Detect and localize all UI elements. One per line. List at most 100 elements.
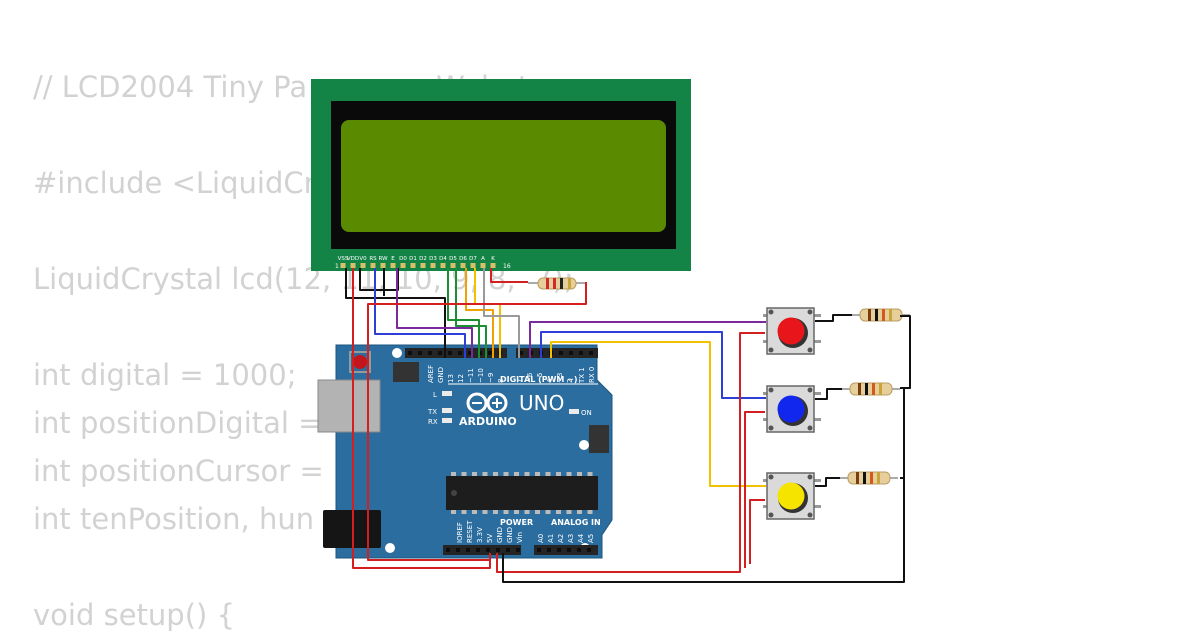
yellow-button-cap <box>777 482 805 510</box>
wire-lcd-k2 <box>367 282 587 561</box>
header-hole <box>589 351 593 355</box>
analog-pin-label: A2 <box>557 534 565 543</box>
lcd-pin-label: VSS <box>338 256 349 262</box>
code-line: int positionCursor = <box>33 454 324 488</box>
header-hole <box>496 548 500 552</box>
analog-pin-label: A1 <box>547 534 555 543</box>
wire-btn-red <box>529 321 766 358</box>
reset-button <box>353 355 367 369</box>
lcd-pin-label: D0 <box>399 256 407 262</box>
header-hole <box>587 548 591 552</box>
led-rx-label: RX <box>428 418 438 426</box>
chip-pin <box>503 472 509 476</box>
lcd-pin <box>430 263 436 268</box>
chip-pin <box>493 472 498 476</box>
wire-5v-blue <box>744 411 765 568</box>
digital-pin-label: ~9 <box>487 373 495 383</box>
push-button-red <box>763 307 821 355</box>
chip-pin <box>587 510 593 514</box>
chip-pin <box>472 510 477 514</box>
chip-pin <box>535 510 540 514</box>
chip-pin <box>451 472 456 476</box>
lcd-pin <box>420 263 426 268</box>
blue-button-cap <box>777 395 805 423</box>
lcd-pin-label: E <box>391 256 395 262</box>
digital-pin-label: ~3 <box>556 373 564 383</box>
wire-5v-yellow <box>749 499 765 564</box>
analog-pin-label: A3 <box>567 534 575 543</box>
header-hole <box>569 351 573 355</box>
chip-pin <box>556 472 561 476</box>
lcd-pin <box>380 263 386 268</box>
wire-lcd-k <box>490 268 528 283</box>
lcd-pin-label: D3 <box>429 256 437 262</box>
digital-pin-label: 8 <box>497 379 505 383</box>
chip-pin <box>503 510 509 514</box>
header-hole <box>458 351 462 355</box>
digital-pin-label: ~11 <box>467 368 475 383</box>
header-hole <box>486 548 490 552</box>
header-hole <box>579 351 583 355</box>
code-line: int digital = 1000; <box>33 358 297 392</box>
chip-pin <box>545 510 551 514</box>
power-label: POWER <box>500 518 533 527</box>
lcd-pin <box>470 263 476 268</box>
power-pin-label: Vin <box>516 532 524 543</box>
chip-pin <box>577 472 582 476</box>
lcd-pin-label: V0 <box>359 256 367 262</box>
power-pin-label: GND <box>496 527 504 543</box>
lcd-pin-last: 16 <box>503 263 511 270</box>
chip-pin <box>451 510 456 514</box>
header-hole <box>567 548 571 552</box>
header-hole <box>468 351 472 355</box>
code-line: int positionDigital = <box>33 406 323 440</box>
led-l-label: L <box>433 391 437 399</box>
power-pin-label: 3.3V <box>476 527 484 543</box>
chip-pin <box>472 472 477 476</box>
lcd-pin-label: D5 <box>449 256 457 262</box>
chip-pin <box>556 510 561 514</box>
header-hole <box>438 351 442 355</box>
digital-pin-label: ~6 <box>526 372 534 383</box>
digital-header-left <box>405 348 507 358</box>
chip-pin <box>461 472 467 476</box>
lcd-backlight-resistor <box>528 277 586 290</box>
led-tx-label: TX <box>427 408 437 416</box>
lcd-pin-label: K <box>491 256 495 262</box>
arduino-logo <box>466 392 508 414</box>
header-hole <box>537 548 541 552</box>
resistor <box>842 382 900 396</box>
wire-gnd-r1 <box>900 315 911 389</box>
digital-pin-label: AREF <box>427 365 435 383</box>
analog-header <box>534 545 598 555</box>
lcd-pin <box>360 263 366 268</box>
digital-pin-label: 12 <box>457 374 465 383</box>
icsp-header <box>393 362 609 453</box>
header-hole <box>506 548 510 552</box>
power-header <box>443 545 521 555</box>
chip-pin <box>514 472 519 476</box>
lcd-pin-label: A <box>481 256 485 262</box>
chip-pin <box>545 472 551 476</box>
header-hole <box>418 351 422 355</box>
push-button-yellow <box>763 472 821 520</box>
arduino-brand: ARDUINO <box>459 415 517 428</box>
analog-pin-label: A0 <box>537 534 545 543</box>
resistor <box>840 471 898 485</box>
lcd-screen <box>341 120 666 232</box>
chip-pin <box>482 510 488 514</box>
header-hole <box>428 351 432 355</box>
header-hole <box>446 548 450 552</box>
digital-pin-label: 2 <box>566 379 574 383</box>
power-pin-label: 5V <box>486 534 494 543</box>
digital-label: DIGITAL (PWM ~) <box>500 375 578 384</box>
power-pin-label: RESET <box>466 520 474 543</box>
analog-pin-label: A4 <box>577 533 585 543</box>
lcd-pin-first: 1 <box>335 263 339 270</box>
push-button-blue <box>763 385 821 433</box>
